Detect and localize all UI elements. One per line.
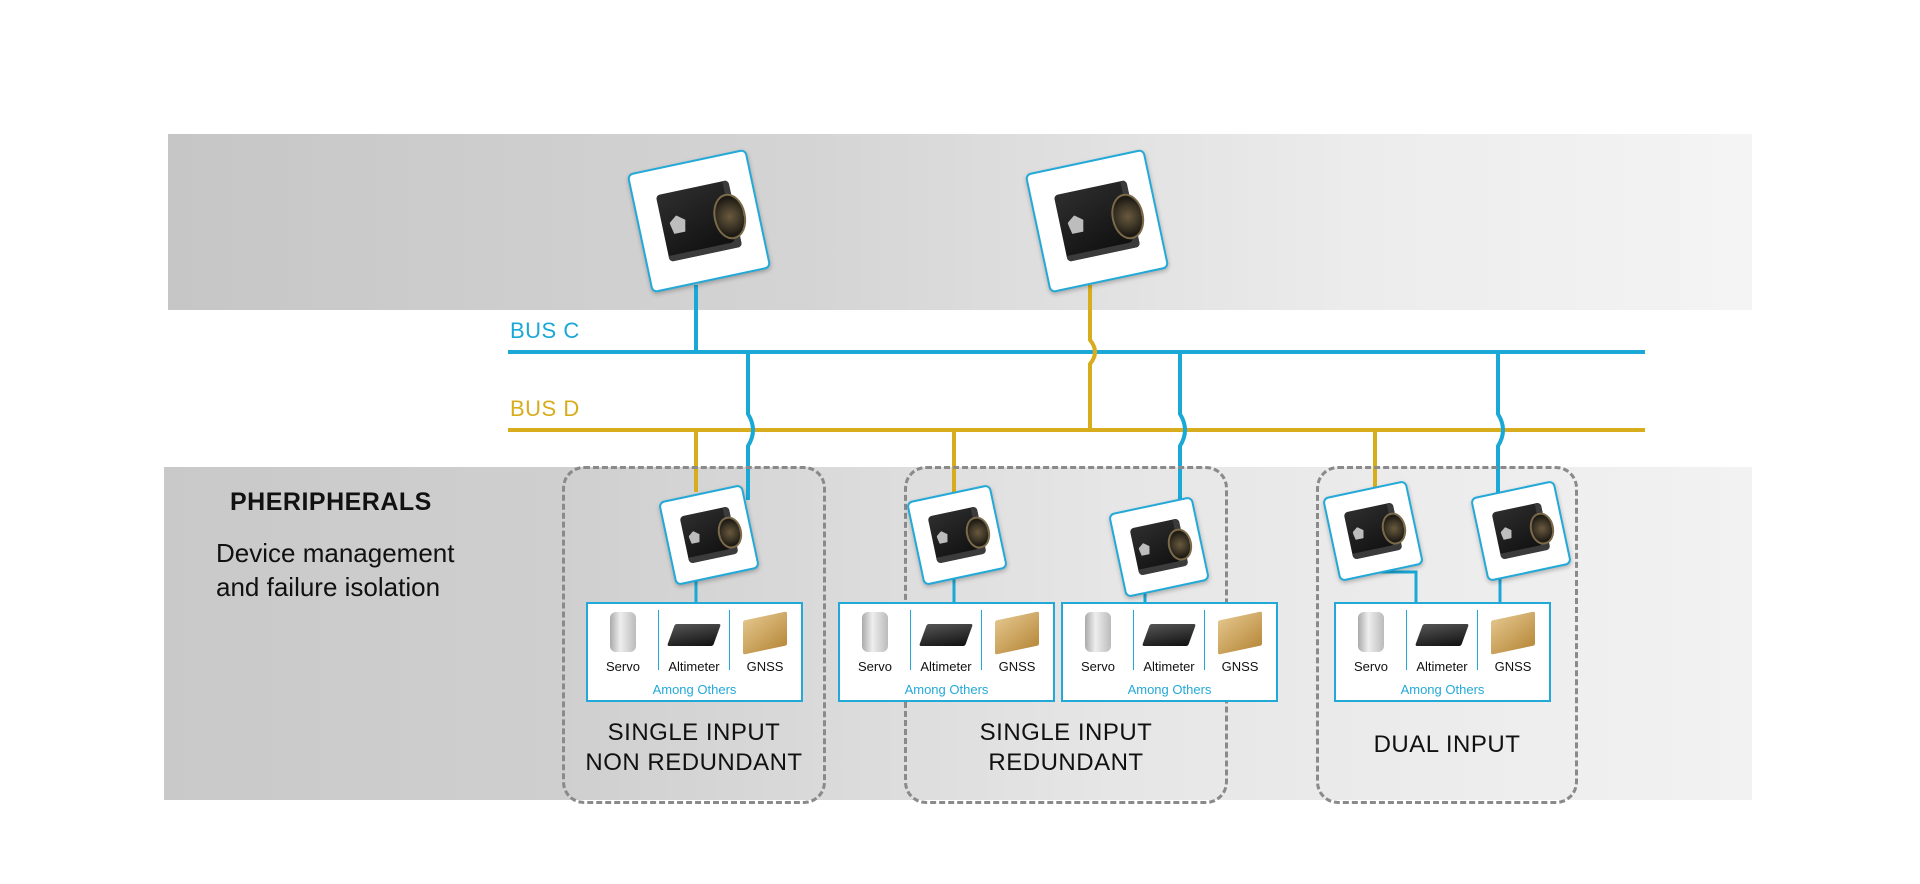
top-unit-2-to-bus-d [1088, 285, 1097, 430]
device-box: Servo Altimeter GNSS Among Others [838, 602, 1055, 702]
bus-c-label: BUS C [510, 318, 580, 343]
altimeter-icon [918, 624, 974, 646]
device-name: Servo [1081, 659, 1115, 674]
device-altimeter: Altimeter [1134, 608, 1204, 674]
device-name: GNSS [1221, 659, 1259, 674]
top-band [168, 134, 1752, 310]
device-name: Altimeter [1143, 659, 1195, 674]
g3-bus-c-drop [1496, 352, 1505, 500]
group-1-label-line-2: NON REDUNDANT [585, 749, 803, 776]
device-gnss: GNSS [1478, 608, 1548, 674]
among-others: Among Others [904, 682, 989, 697]
description-line-2: and failure isolation [216, 572, 441, 602]
computer-unit-icon [905, 483, 1009, 587]
device-name: Servo [1354, 659, 1388, 674]
group-dual-input [1316, 466, 1578, 804]
device-name: GNSS [998, 659, 1036, 674]
device-gnss: GNSS [1205, 608, 1275, 674]
device-name: Altimeter [920, 659, 972, 674]
device-name: Altimeter [668, 659, 720, 674]
computer-unit-icon [626, 148, 772, 294]
altimeter-icon [666, 624, 722, 646]
device-altimeter: Altimeter [659, 608, 729, 674]
device-name: Servo [606, 659, 640, 674]
description-line-1: Device management [216, 538, 455, 568]
gnss-icon [743, 611, 787, 655]
device-servo: Servo [840, 608, 910, 674]
servo-icon [610, 612, 636, 652]
device-box: Servo Altimeter GNSS Among Others [1334, 602, 1551, 702]
among-others: Among Others [1127, 682, 1212, 697]
group-3-label-line-1: DUAL INPUT [1373, 731, 1521, 758]
computer-unit-icon [1107, 495, 1211, 599]
device-altimeter: Altimeter [1407, 608, 1477, 674]
computer-unit-icon [1321, 479, 1425, 583]
computer-unit-icon [1024, 148, 1170, 294]
group-2-label: SINGLE INPUT REDUNDANT [904, 718, 1228, 778]
computer-unit-icon [1469, 479, 1573, 583]
device-name: Servo [858, 659, 892, 674]
servo-icon [1085, 612, 1111, 652]
device-gnss: GNSS [730, 608, 800, 674]
among-others: Among Others [652, 682, 737, 697]
among-others: Among Others [1400, 682, 1485, 697]
peripherals-description: Device management and failure isolation [216, 536, 516, 604]
gnss-icon [995, 611, 1039, 655]
gnss-icon [1218, 611, 1262, 655]
device-servo: Servo [1063, 608, 1133, 674]
group-single-non-redundant [562, 466, 826, 804]
device-servo: Servo [588, 608, 658, 674]
group-2-label-line-2: REDUNDANT [988, 749, 1144, 776]
device-name: GNSS [746, 659, 784, 674]
device-box: Servo Altimeter GNSS Among Others [1061, 602, 1278, 702]
device-name: GNSS [1494, 659, 1532, 674]
device-servo: Servo [1336, 608, 1406, 674]
g2-bus-c-drop [1178, 352, 1187, 510]
servo-icon [862, 612, 888, 652]
device-name: Altimeter [1416, 659, 1468, 674]
device-gnss: GNSS [982, 608, 1052, 674]
group-3-label: DUAL INPUT [1316, 730, 1578, 760]
group-2-label-line-1: SINGLE INPUT [979, 719, 1153, 746]
altimeter-icon [1414, 624, 1470, 646]
group-1-label: SINGLE INPUT NON REDUNDANT [562, 718, 826, 778]
group-1-label-line-1: SINGLE INPUT [607, 719, 781, 746]
g1-bus-c-drop [746, 352, 755, 500]
device-box: Servo Altimeter GNSS Among Others [586, 602, 803, 702]
gnss-icon [1491, 611, 1535, 655]
bus-d-label: BUS D [510, 396, 580, 421]
computer-unit-icon [657, 483, 761, 587]
device-altimeter: Altimeter [911, 608, 981, 674]
altimeter-icon [1141, 624, 1197, 646]
peripherals-title: PHERIPHERALS [230, 488, 432, 516]
servo-icon [1358, 612, 1384, 652]
